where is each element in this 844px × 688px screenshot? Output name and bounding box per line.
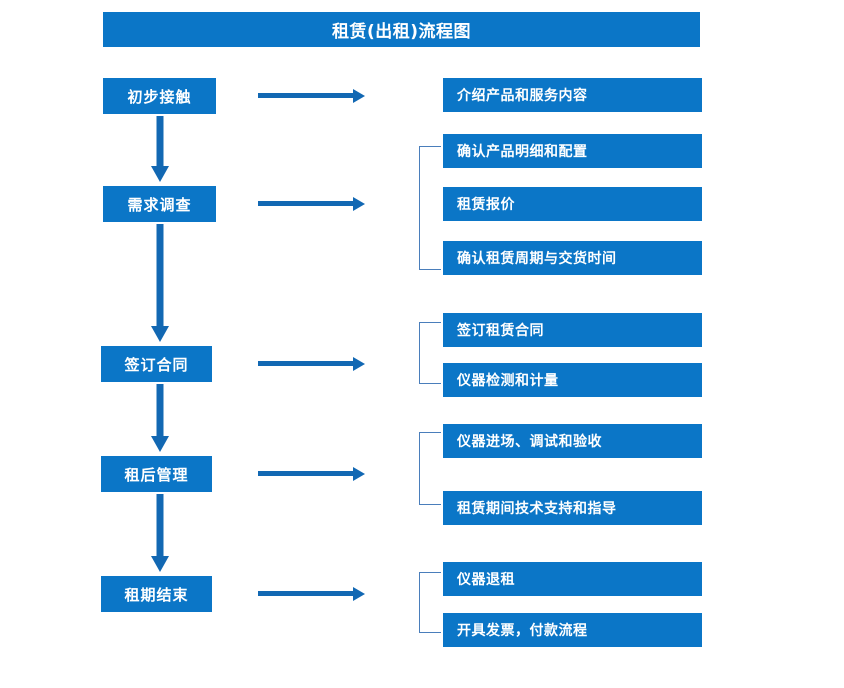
stage-box-zu-hou-guan-li[interactable]: 租后管理 <box>101 456 212 492</box>
detail-label: 仪器退租 <box>457 572 515 588</box>
stage-label: 租后管理 <box>124 465 189 484</box>
detail-box-invoice-payment[interactable]: 开具发票，付款流程 <box>443 613 702 647</box>
detail-label: 签订租赁合同 <box>457 323 544 339</box>
detail-label: 租赁报价 <box>457 197 515 213</box>
detail-label: 确认产品明细和配置 <box>457 144 588 160</box>
bracket-icon <box>419 432 441 505</box>
stage-label: 初步接触 <box>127 87 192 106</box>
arrow-right-icon <box>258 195 366 213</box>
detail-label: 租赁期间技术支持和指导 <box>457 501 617 517</box>
stage-box-chu-bu-jie-chu[interactable]: 初步接触 <box>103 78 216 114</box>
stage-label: 需求调查 <box>127 195 192 214</box>
stage-box-xu-qiu-diao-cha[interactable]: 需求调查 <box>103 186 216 222</box>
detail-label: 介绍产品和服务内容 <box>457 88 588 104</box>
arrow-down-icon <box>149 494 171 574</box>
detail-box-confirm-period[interactable]: 确认租赁周期与交货时间 <box>443 241 702 275</box>
stage-label: 签订合同 <box>124 355 189 374</box>
detail-box-rental-quote[interactable]: 租赁报价 <box>443 187 702 221</box>
detail-label: 开具发票，付款流程 <box>457 623 588 639</box>
detail-label: 仪器检测和计量 <box>457 373 559 389</box>
detail-box-intro-products[interactable]: 介绍产品和服务内容 <box>443 78 702 112</box>
stage-box-qian-ding-he-tong[interactable]: 签订合同 <box>101 346 212 382</box>
stage-label: 租期结束 <box>124 585 189 604</box>
detail-box-return-instrument[interactable]: 仪器退租 <box>443 562 702 596</box>
arrow-down-icon <box>149 384 171 454</box>
detail-box-tech-support[interactable]: 租赁期间技术支持和指导 <box>443 491 702 525</box>
arrow-down-icon <box>149 224 171 344</box>
arrow-right-icon <box>258 87 366 105</box>
arrow-right-icon <box>258 465 366 483</box>
detail-label: 确认租赁周期与交货时间 <box>457 251 617 267</box>
detail-label: 仪器进场、调试和验收 <box>457 434 602 450</box>
arrow-right-icon <box>258 355 366 373</box>
detail-box-sign-contract[interactable]: 签订租赁合同 <box>443 313 702 347</box>
arrow-right-icon <box>258 585 366 603</box>
bracket-icon <box>419 322 441 384</box>
arrow-down-icon <box>149 116 171 184</box>
bracket-icon <box>419 146 441 270</box>
page-title: 租赁(出租)流程图 <box>103 12 700 47</box>
bracket-icon <box>419 572 441 633</box>
detail-box-confirm-spec[interactable]: 确认产品明细和配置 <box>443 134 702 168</box>
detail-box-instrument-install[interactable]: 仪器进场、调试和验收 <box>443 424 702 458</box>
stage-box-zu-qi-jie-shu[interactable]: 租期结束 <box>101 576 212 612</box>
detail-box-instrument-test[interactable]: 仪器检测和计量 <box>443 363 702 397</box>
